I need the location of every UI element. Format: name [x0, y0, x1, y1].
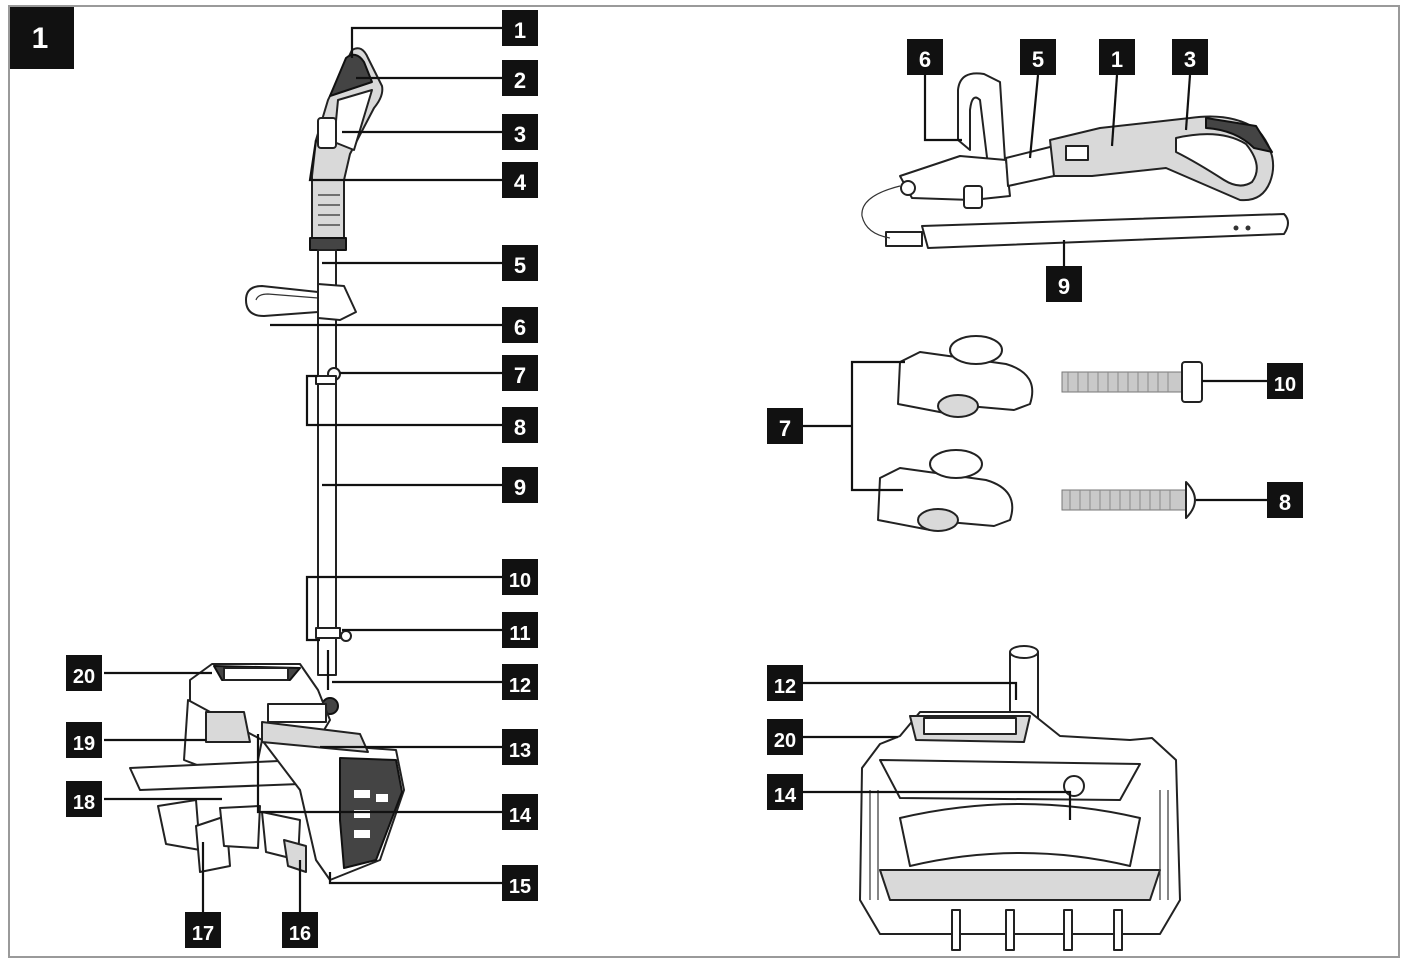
svg-text:1: 1: [514, 18, 526, 43]
callout-7: 7: [502, 355, 538, 391]
svg-text:16: 16: [289, 923, 311, 945]
callout-1: 1: [502, 10, 538, 46]
callout-2: 2: [502, 60, 538, 96]
callout-br-14: 14: [767, 774, 803, 810]
callout-mr-10: 10: [1267, 363, 1303, 399]
callout-17: 17: [185, 912, 221, 948]
callout-20: 20: [66, 655, 102, 691]
svg-text:3: 3: [1184, 47, 1196, 72]
callout-9: 9: [502, 467, 538, 503]
svg-text:15: 15: [509, 876, 531, 898]
callout-mr-8: 8: [1267, 482, 1303, 518]
callouts-left: 1 2 3 4 5 6 7 8 9 10 11 12 13 14 15 16 1…: [66, 10, 538, 948]
callout-15: 15: [502, 865, 538, 901]
callout-tr-6: 6: [907, 39, 943, 75]
callout-12: 12: [502, 664, 538, 700]
callout-br-12: 12: [767, 665, 803, 701]
figure-number: 1: [32, 22, 49, 55]
callout-tr-9: 9: [1046, 266, 1082, 302]
svg-text:8: 8: [1279, 490, 1291, 515]
callout-8: 8: [502, 407, 538, 443]
svg-text:5: 5: [1032, 47, 1044, 72]
svg-text:20: 20: [73, 666, 95, 688]
callouts-top-right: 6 5 1 3 9: [907, 39, 1208, 302]
callout-6: 6: [502, 307, 538, 343]
callouts-middle-right: 7 10 8: [767, 363, 1303, 518]
svg-text:8: 8: [514, 415, 526, 440]
svg-text:4: 4: [514, 170, 527, 195]
callout-5: 5: [502, 245, 538, 281]
svg-text:12: 12: [509, 675, 531, 697]
handle-parts-drawing: [861, 72, 1289, 249]
callout-mr-7: 7: [767, 408, 803, 444]
svg-text:7: 7: [779, 416, 791, 441]
svg-text:6: 6: [919, 47, 931, 72]
svg-text:6: 6: [514, 315, 526, 340]
svg-text:3: 3: [514, 122, 526, 147]
base-rear-view-drawing: [859, 645, 1181, 951]
figure-number-badge: 1: [10, 7, 74, 69]
svg-text:1: 1: [1111, 47, 1123, 72]
callout-10: 10: [502, 559, 538, 595]
svg-text:17: 17: [192, 923, 214, 945]
callout-tr-5: 5: [1020, 39, 1056, 75]
assembled-tiller-drawing: [129, 47, 405, 881]
callout-18: 18: [66, 781, 102, 817]
callout-14: 14: [502, 794, 538, 830]
svg-text:9: 9: [514, 475, 526, 500]
knobs-and-bolts-drawing: [877, 335, 1203, 532]
svg-text:14: 14: [774, 785, 797, 807]
svg-text:11: 11: [509, 623, 530, 645]
callout-19: 19: [66, 722, 102, 758]
callout-16: 16: [282, 912, 318, 948]
svg-text:18: 18: [73, 792, 95, 814]
callout-11: 11: [502, 612, 538, 648]
svg-text:19: 19: [73, 733, 95, 755]
callout-tr-3: 3: [1172, 39, 1208, 75]
svg-text:12: 12: [774, 676, 796, 698]
svg-text:7: 7: [514, 363, 526, 388]
callout-tr-1: 1: [1099, 39, 1135, 75]
callout-br-20: 20: [767, 719, 803, 755]
svg-text:10: 10: [509, 570, 531, 592]
svg-text:14: 14: [509, 805, 532, 827]
svg-text:9: 9: [1058, 274, 1070, 299]
callouts-bottom-right: 12 20 14: [767, 665, 803, 810]
svg-text:13: 13: [509, 740, 531, 762]
callout-3: 3: [502, 114, 538, 150]
leader-lines: [104, 26, 1267, 912]
callout-4: 4: [502, 162, 538, 198]
callout-13: 13: [502, 729, 538, 765]
svg-text:2: 2: [514, 68, 526, 93]
svg-text:10: 10: [1274, 374, 1296, 396]
figure-frame: [8, 5, 1400, 958]
svg-text:5: 5: [514, 253, 526, 278]
svg-text:20: 20: [774, 730, 796, 752]
